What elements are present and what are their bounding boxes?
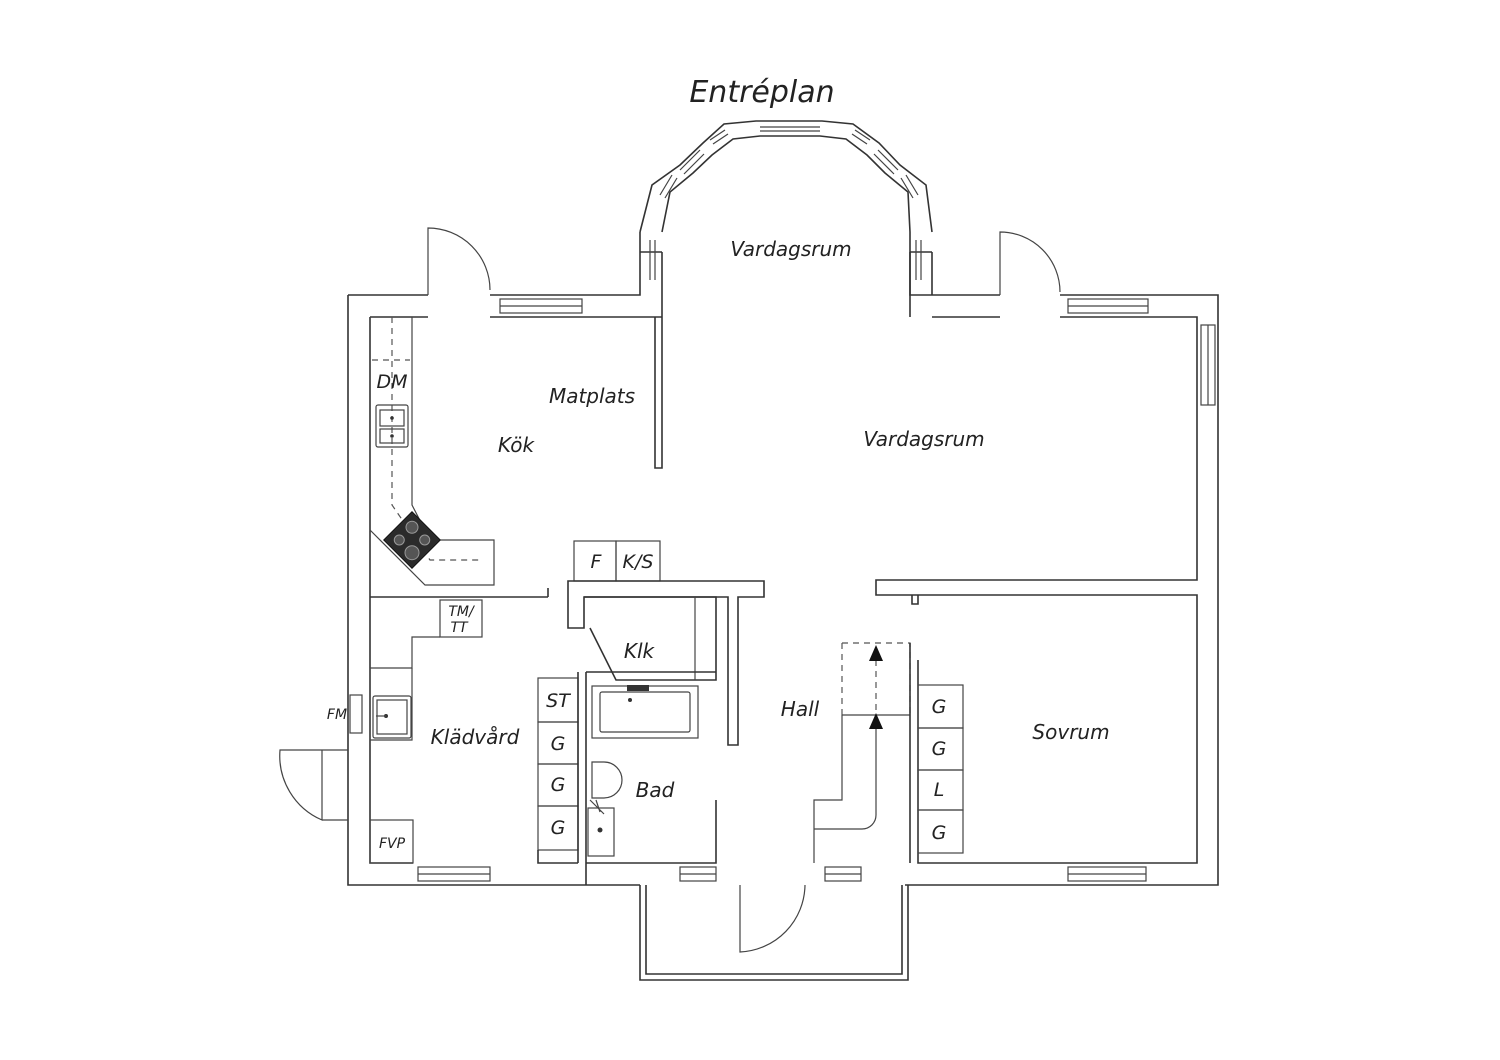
- pantry-block: [567, 540, 765, 746]
- stairs-arrow-icon: [869, 713, 883, 729]
- fixture-label-g-bad-2: G: [551, 774, 566, 796]
- plan-title: Entréplan: [689, 75, 834, 110]
- outer-walls: [347, 232, 1219, 886]
- windows: [417, 298, 1216, 882]
- fixture-label-g-sov-3: G: [932, 822, 947, 844]
- toilet-icon: [591, 761, 623, 799]
- door-swing-icon: [739, 884, 806, 953]
- fixture-label-f: F: [591, 551, 603, 573]
- door-swing-icon: [427, 227, 491, 295]
- stairs: [813, 595, 963, 864]
- room-label-klk: Klk: [624, 639, 656, 663]
- kitchen-counter: [369, 316, 495, 586]
- fixture-label-fm: FM: [327, 707, 347, 723]
- stairs-arrow-icon: [869, 645, 883, 661]
- sink-icon: [372, 695, 412, 739]
- room-label-kok: Kök: [498, 433, 536, 457]
- fixture-label-l-sov: L: [934, 779, 945, 801]
- fixture-label-ks: K/S: [623, 551, 654, 573]
- doors: [279, 227, 1061, 953]
- bath-block: [537, 671, 717, 885]
- room-label-kladvard: Klädvård: [431, 725, 520, 749]
- room-label-vardagsrum-bay: Vardagsrum: [730, 237, 851, 261]
- door-swing-icon: [999, 231, 1061, 295]
- room-label-vardagsrum: Vardagsrum: [863, 427, 984, 451]
- sink-icon: [375, 404, 409, 448]
- room-label-sovrum: Sovrum: [1032, 720, 1109, 744]
- fixture-label-g-bad-3: G: [551, 817, 566, 839]
- wardrobes: [917, 684, 964, 854]
- fixture-label-tm: TM/: [448, 604, 475, 620]
- stove-icon: [383, 511, 441, 569]
- fixture-label-st: ST: [546, 690, 571, 712]
- door-swing-icon: [279, 749, 348, 821]
- fixture-label-dm: DM: [376, 371, 407, 393]
- room-label-bad: Bad: [636, 778, 675, 802]
- fixture-label-g-sov-2: G: [932, 738, 947, 760]
- bay-window: [639, 120, 933, 280]
- entrance-porch: [639, 885, 909, 981]
- fixture-label-fvp: FVP: [379, 836, 406, 852]
- laundry-fixtures: [349, 588, 549, 864]
- room-label-hall: Hall: [781, 697, 820, 721]
- bathtub-icon: [591, 685, 699, 739]
- fixture-label-tt: TT: [450, 620, 469, 636]
- room-label-matplats: Matplats: [549, 384, 635, 408]
- fixture-label-g-bad-1: G: [551, 733, 566, 755]
- fixture-label-g-sov-1: G: [932, 696, 947, 718]
